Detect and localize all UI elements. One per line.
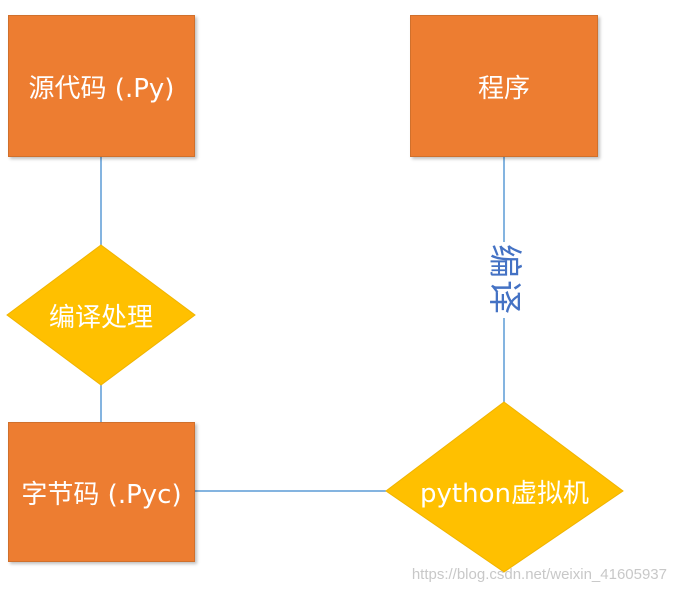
watermark: https://blog.csdn.net/weixin_41605937 <box>411 566 667 583</box>
python-vm-label: python虚拟机 <box>420 478 589 509</box>
compile-process-label: 编译处理 <box>48 302 153 333</box>
python-vm-diamond <box>385 401 624 573</box>
program-box: 程序 <box>410 15 598 157</box>
source-code-box: 源代码 (.Py) <box>8 15 195 157</box>
bytecode-label: 字节码 (.Pyc) <box>21 479 182 510</box>
bytecode-box: 字节码 (.Pyc) <box>8 422 195 562</box>
program-label: 程序 <box>477 73 530 104</box>
vm-to-program-edge-label: 编译 <box>482 242 526 318</box>
compile-process-diamond <box>6 244 196 386</box>
source-code-label: 源代码 (.Py) <box>28 73 175 104</box>
